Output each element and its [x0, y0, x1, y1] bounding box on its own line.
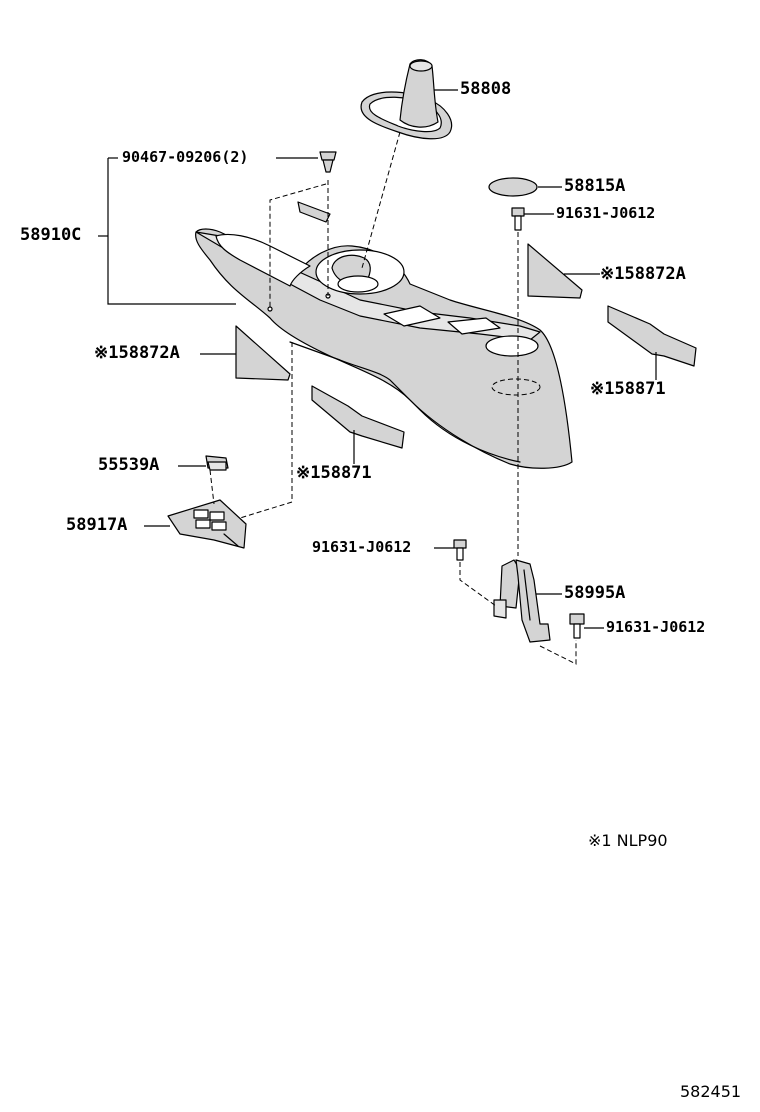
bolt-91631-right	[569, 613, 585, 639]
pad-58872a-left	[235, 325, 291, 381]
bolt-91631-top	[511, 207, 525, 231]
label-90467-09206: 90467-09206(2)	[122, 148, 249, 166]
label-91631-j0612-top: 91631-J0612	[556, 204, 656, 222]
label-58871-right: ※158871	[590, 379, 666, 399]
assembly-lines	[209, 131, 577, 665]
label-58872a-right: ※158872A	[600, 264, 686, 284]
label-58910c: 58910C	[20, 225, 82, 245]
bracket-58995a	[493, 559, 551, 643]
console-box-58910c	[195, 201, 573, 469]
label-55539a: 55539A	[98, 455, 160, 475]
strip-58871-right	[607, 305, 697, 367]
strip-58871-center	[311, 385, 405, 449]
label-58872a-left: ※158872A	[94, 343, 180, 363]
shift-boot-58808	[360, 59, 453, 140]
label-58815a: 58815A	[564, 176, 626, 196]
label-58871-center: ※158871	[296, 463, 372, 483]
label-91631-j0612-right: 91631-J0612	[606, 618, 706, 636]
pad-58872a-right	[527, 243, 583, 299]
label-91631-j0612-mid: 91631-J0612	[312, 538, 412, 556]
document-number: 582451	[680, 1082, 742, 1101]
footnote-nlp90: ※1 NLP90	[588, 831, 668, 850]
label-58808: 58808	[460, 79, 512, 99]
clip-90467	[319, 151, 337, 173]
cap-58815a	[488, 177, 538, 197]
panel-58917a	[167, 499, 247, 549]
bolt-91631-mid	[453, 539, 467, 561]
cover-55539a	[205, 455, 229, 471]
label-58995a: 58995A	[564, 583, 626, 603]
leader-lines	[98, 89, 657, 629]
label-58917a: 58917A	[66, 515, 128, 535]
